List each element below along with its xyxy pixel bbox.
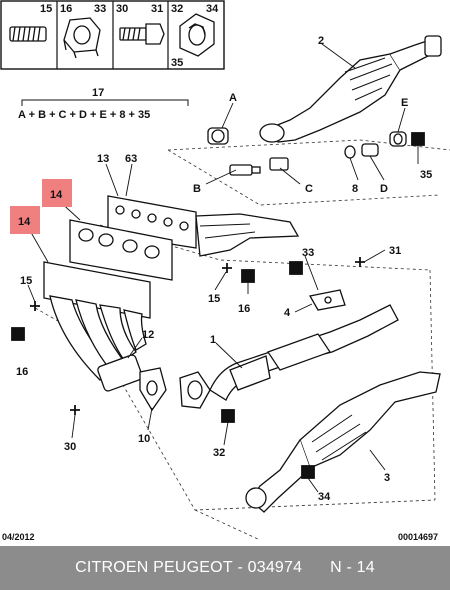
callout-2: 2 <box>318 35 324 47</box>
callout-35: 35 <box>420 169 432 181</box>
callout-16-center: 16 <box>238 303 250 315</box>
callout-10: 10 <box>138 433 150 445</box>
callout-d: D <box>380 183 388 195</box>
callout-14-upper: 14 <box>50 189 63 201</box>
legend-number-33: 33 <box>94 3 106 15</box>
fastener-symbols <box>11 132 425 479</box>
footer-part-number: 034974 <box>247 559 303 576</box>
callout-34: 34 <box>318 491 331 503</box>
callout-1: 1 <box>210 334 216 346</box>
highlight-14-upper <box>42 179 72 207</box>
kit-number: 17 <box>92 87 104 99</box>
gasket-10 <box>139 367 211 412</box>
legend-number-32: 32 <box>171 3 183 15</box>
callout-33: 33 <box>302 247 314 259</box>
callout-8: 8 <box>352 183 358 195</box>
callout-12: 12 <box>142 329 154 341</box>
callout-32: 32 <box>213 447 225 459</box>
legend-number-35: 35 <box>171 57 183 69</box>
callout-b: B <box>193 183 201 195</box>
callout-13: 13 <box>97 153 109 165</box>
catalytic-converter-3 <box>245 371 441 513</box>
legend-number-30: 30 <box>116 3 128 15</box>
callout-4: 4 <box>284 307 291 319</box>
leader-lines <box>24 43 419 493</box>
footer-spacer <box>302 559 330 577</box>
kit-bracket <box>21 99 189 106</box>
lock-nut-icon <box>179 13 215 57</box>
legend-number-34: 34 <box>206 3 219 15</box>
kit-formula: A + B + C + D + E + 8 + 35 <box>18 109 150 121</box>
footer-separator: - <box>232 559 248 576</box>
bolt-icon <box>9 26 47 42</box>
fastener-legend <box>0 0 225 70</box>
callout-e: E <box>401 97 408 109</box>
footer-brand: CITROEN PEUGEOT <box>75 559 233 576</box>
callout-31: 31 <box>389 245 401 257</box>
legend-number-16: 16 <box>60 3 72 15</box>
callout-15-center: 15 <box>208 293 220 305</box>
catalytic-converter-2 <box>259 35 442 143</box>
exhaust-manifold-12 <box>43 261 151 392</box>
callout-30: 30 <box>64 441 76 453</box>
legend-number-31: 31 <box>151 3 163 15</box>
callout-3: 3 <box>384 472 390 484</box>
footer-bar: CITROEN PEUGEOT - 034974 N - 14 <box>0 546 450 590</box>
legend-number-15: 15 <box>40 3 52 15</box>
parts-diagram: 15 16 33 30 31 32 34 35 17 A + B + C + D… <box>0 0 450 542</box>
highlight-14-lower <box>10 206 40 234</box>
callout-a: A <box>229 92 237 104</box>
footer-ref: N - 14 <box>330 559 375 576</box>
diagram-date: 04/2012 <box>2 532 35 542</box>
diagram-code: 00014697 <box>398 532 438 542</box>
callout-63: 63 <box>125 153 137 165</box>
callout-15-left: 15 <box>20 275 32 287</box>
small-parts <box>207 127 407 176</box>
manifold-gaskets <box>69 195 300 281</box>
front-pipe-1 <box>209 289 399 401</box>
hex-bolt-icon <box>119 23 165 45</box>
callout-14-lower: 14 <box>18 216 31 228</box>
callout-16-left: 16 <box>16 366 28 378</box>
flange-nut-icon <box>63 17 101 59</box>
callout-c: C <box>305 183 313 195</box>
